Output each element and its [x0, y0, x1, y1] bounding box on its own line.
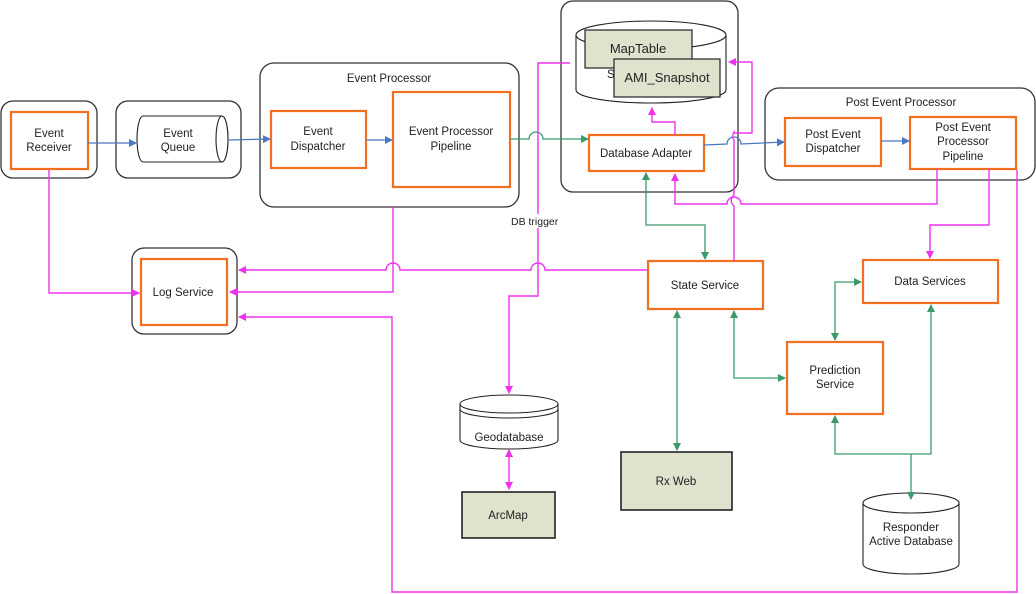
flow-state-service-prediction — [730, 310, 786, 382]
rx-web-label: Rx Web — [656, 476, 697, 488]
responder-db-label-1: Responder — [883, 522, 939, 534]
rx-web-node[interactable]: Rx Web — [620, 451, 733, 511]
event-processor-pipeline-node[interactable]: Event Processor Pipeline — [391, 90, 512, 189]
event-queue-label-2: Queue — [161, 142, 196, 154]
flow-state-to-snapshot — [728, 58, 753, 261]
post-event-dispatcher-label-2: Dispatcher — [806, 143, 861, 155]
log-service-node[interactable]: Log Service — [139, 257, 229, 327]
database-adapter-node[interactable]: Database Adapter — [587, 133, 706, 173]
event-dispatcher-label-1: Event — [303, 126, 333, 138]
flow-adapter-to-tables — [648, 107, 676, 135]
post-event-processor-title: Post Event Processor — [846, 97, 957, 109]
database-adapter-label: Database Adapter — [600, 148, 692, 160]
flow-post-pipeline-to-data-services — [926, 169, 990, 259]
post-event-dispatcher-node[interactable]: Post Event Dispatcher — [783, 116, 883, 168]
data-services-label: Data Services — [894, 276, 966, 288]
flow-responder-db-links — [831, 304, 935, 455]
event-receiver-label-2: Receiver — [26, 142, 72, 154]
responder-active-database-node[interactable]: Responder Active Database — [862, 492, 960, 575]
post-event-pipeline-label-1: Post Event — [935, 122, 991, 134]
event-queue-label-1: Event — [163, 128, 193, 140]
event-dispatcher-label-2: Dispatcher — [291, 141, 346, 153]
event-processor-pipeline-label-2: Pipeline — [431, 141, 472, 153]
post-event-dispatcher-label-1: Post Event — [805, 129, 861, 141]
ami-snapshot-label: AMI_Snapshot — [624, 70, 710, 85]
flow-queue-to-dispatcher — [227, 135, 271, 144]
event-processor-title: Event Processor — [347, 73, 432, 85]
flow-adapter-to-post-dispatcher — [703, 136, 785, 147]
flow-pipeline-to-adapter — [510, 131, 589, 143]
db-trigger-label-bg — [508, 214, 562, 228]
state-service-label: State Service — [671, 280, 739, 292]
flow-bottom-loop-to-log — [238, 170, 1018, 593]
event-queue-node[interactable]: Event Queue — [136, 115, 229, 163]
flow-state-to-log — [238, 262, 648, 274]
prediction-service-node[interactable]: Prediction Service — [785, 340, 885, 416]
prediction-service-label-1: Prediction — [809, 365, 860, 377]
geodatabase-node[interactable]: Geodatabase — [459, 394, 559, 450]
post-event-pipeline-label-3: Pipeline — [943, 151, 984, 163]
post-event-processor-pipeline-node[interactable]: Post Event Processor Pipeline — [908, 115, 1018, 171]
state-service-node[interactable]: State Service — [646, 259, 765, 311]
event-receiver-node[interactable]: Event Receiver — [9, 110, 90, 171]
log-service-label: Log Service — [153, 287, 214, 299]
prediction-service-label-2: Service — [816, 379, 854, 391]
event-dispatcher-node[interactable]: Event Dispatcher — [269, 109, 368, 170]
flow-post-pipeline-to-adapter — [671, 169, 938, 205]
arcmap-label: ArcMap — [488, 510, 528, 522]
post-event-pipeline-label-2: Processor — [937, 136, 989, 148]
flow-event-processor-to-log — [229, 207, 394, 296]
map-table-label: MapTable — [610, 41, 666, 56]
data-services-node[interactable]: Data Services — [861, 258, 1000, 305]
flow-prediction-data-services — [831, 278, 862, 341]
event-processor-pipeline-label-1: Event Processor — [409, 126, 494, 138]
db-trigger-label: DB trigger — [511, 216, 559, 228]
flow-db-trigger-to-geodatabase — [505, 62, 570, 394]
event-receiver-label-1: Event — [34, 128, 64, 140]
responder-db-label-2: Active Database — [869, 536, 953, 548]
flow-receiver-to-log — [48, 170, 140, 297]
geodatabase-label: Geodatabase — [474, 432, 543, 444]
hidden-label-fragment: S — [607, 69, 615, 81]
arcmap-node[interactable]: ArcMap — [461, 491, 556, 539]
ami-snapshot-node[interactable]: AMI_Snapshot — [613, 58, 721, 98]
flow-adapter-state-service — [642, 172, 709, 260]
